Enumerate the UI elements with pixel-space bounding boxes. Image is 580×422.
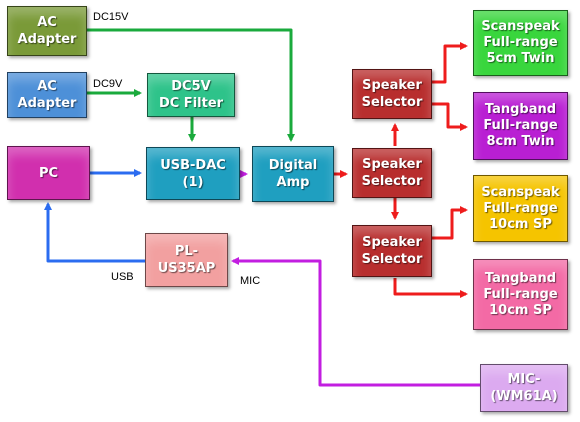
line-pl-to-pc xyxy=(44,202,145,263)
speaker-scanspeak-5cm-block: Scanspeak Full-range 5cm Twin xyxy=(473,10,568,76)
line-dc15v xyxy=(87,28,295,142)
speaker-selector-top-block: Speaker Selector xyxy=(352,69,432,119)
line-bot-to-spk4 xyxy=(393,278,468,298)
mic-wm61a-block: MIC- (WM61A) xyxy=(480,364,568,412)
speaker-selector-mid-block: Speaker Selector xyxy=(352,148,432,198)
ac-adapter-9v-block: AC Adapter xyxy=(7,72,87,118)
line-bot-to-spk3 xyxy=(432,206,468,240)
speaker-tangband-8cm-block: Tangband Full-range 8cm Twin xyxy=(473,92,568,160)
label-mic: MIC xyxy=(240,275,261,287)
line-top-to-spk2 xyxy=(432,102,468,131)
dc5v-filter-block: DC5V DC Filter xyxy=(147,73,235,117)
label-dc9v: DC9V xyxy=(93,78,123,90)
line-top-to-spk1 xyxy=(432,42,468,84)
label-usb: USB xyxy=(111,271,134,283)
label-dc15v: DC15V xyxy=(93,11,129,23)
usb-dac-block: USB-DAC (1) xyxy=(146,147,240,200)
digital-amp-block: Digital Amp xyxy=(252,146,334,202)
pl-us35ap-block: PL- US35AP xyxy=(145,233,228,287)
pc-block: PC xyxy=(7,146,90,200)
speaker-tangband-10cm-block: Tangband Full-range 10cm SP xyxy=(473,259,568,330)
line-mic-to-pl xyxy=(231,257,480,387)
speaker-scanspeak-10cm-block: Scanspeak Full-range 10cm SP xyxy=(473,175,568,242)
ac-adapter-15v-block: AC Adapter xyxy=(7,6,87,56)
speaker-selector-bot-block: Speaker Selector xyxy=(352,225,432,277)
